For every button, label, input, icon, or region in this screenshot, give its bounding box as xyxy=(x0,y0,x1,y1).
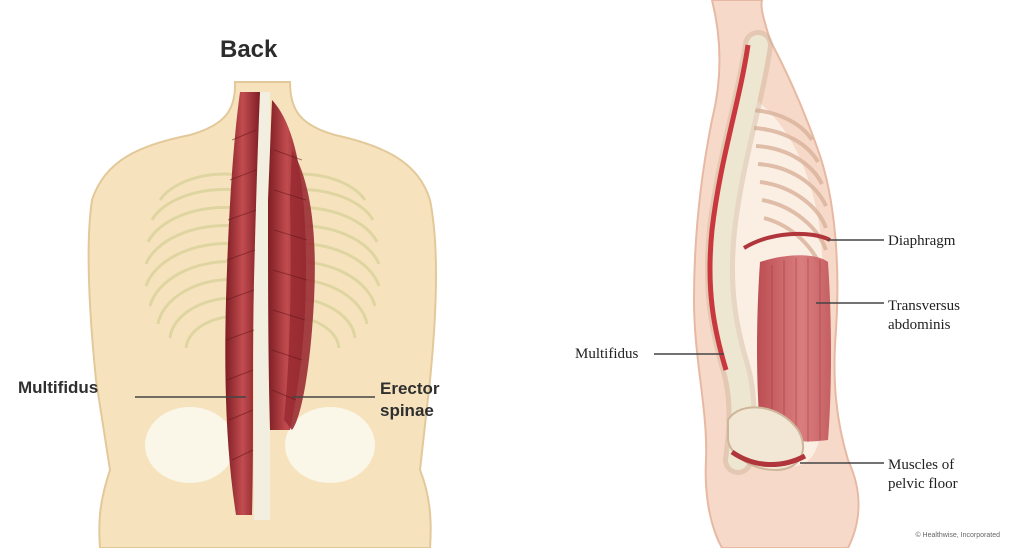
side-pelvic-floor-label: Muscles of pelvic floor xyxy=(888,456,958,494)
side-transversus-label-line2: abdominis xyxy=(888,316,960,335)
side-pelvic-label-line2: pelvic floor xyxy=(888,475,958,494)
side-view xyxy=(654,0,884,548)
side-pelvic-label-line1: Muscles of xyxy=(888,456,958,475)
back-multifidus-label: Multifidus xyxy=(18,377,98,399)
back-erector-spinae-label: Erector spinae xyxy=(380,378,440,422)
side-transversus-label: Transversus abdominis xyxy=(888,297,960,335)
back-view xyxy=(89,82,436,548)
back-erector-label-line2: spinae xyxy=(380,400,440,422)
image-credit: © Healthwise, Incorporated xyxy=(915,532,1000,539)
side-multifidus-label: Multifidus xyxy=(575,345,638,364)
left-hip-bone xyxy=(145,407,235,483)
back-view-title: Back xyxy=(220,36,277,64)
back-erector-label-line1: Erector xyxy=(380,378,440,400)
side-diaphragm-label: Diaphragm xyxy=(888,232,955,251)
side-transversus-label-line1: Transversus xyxy=(888,297,960,316)
right-hip-bone xyxy=(285,407,375,483)
